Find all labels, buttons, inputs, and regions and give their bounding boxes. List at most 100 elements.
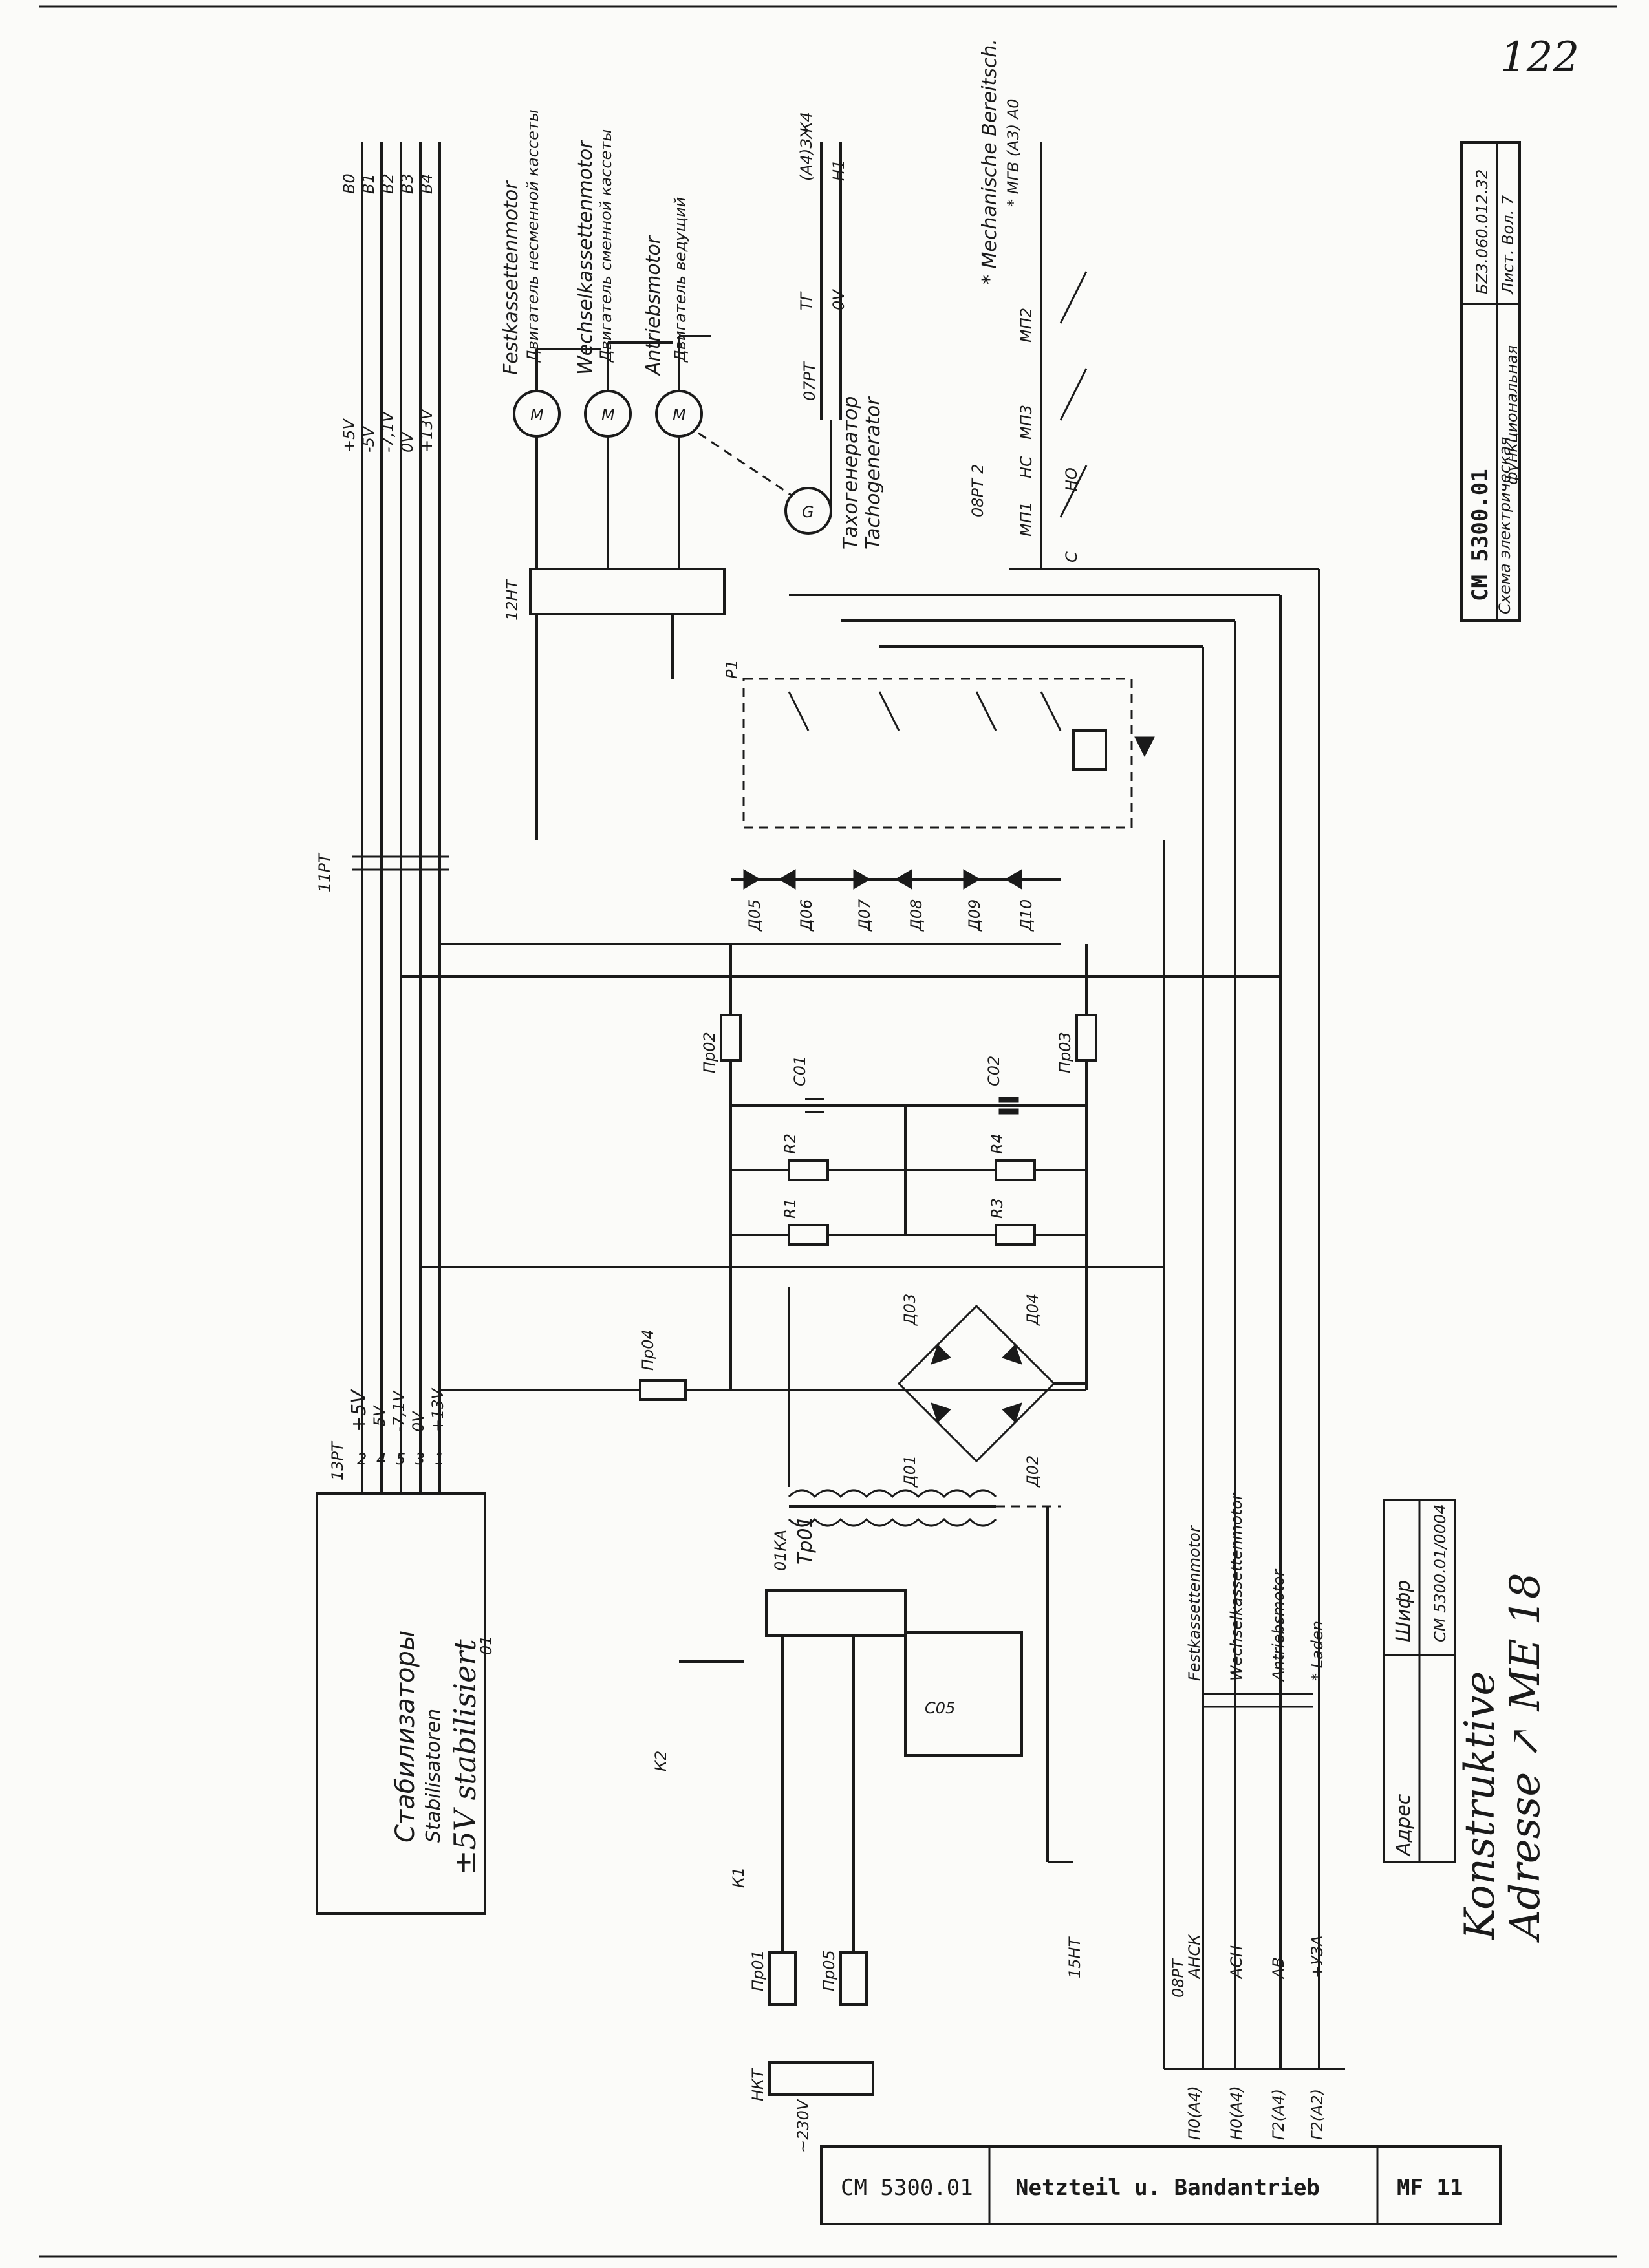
fuse-pr03: Пр03 — [1056, 1014, 1097, 1073]
capacitor-c02: С02 — [985, 1056, 1019, 1115]
right-signal-lines — [1163, 569, 1320, 2069]
signal-left-3: Г2(А2) — [1308, 2089, 1326, 2140]
motor-festkassette: M Festkassettenmotor Двигатель несменной… — [500, 109, 601, 569]
address-col2-header: Шифр — [1392, 1580, 1415, 1642]
stabilizer-block: Стабилизаторы Stabilisatoren ±5V stabili… — [316, 1387, 495, 1915]
motor-label-ru-0: Двигатель несменной кассеты — [524, 109, 542, 363]
stamp-doc-no: БZ3.060.012.32 — [1473, 169, 1491, 294]
svg-text:МП3: МП3 — [1017, 405, 1035, 440]
svg-text:15НТ: 15НТ — [1066, 1936, 1084, 1978]
svg-text:Р1: Р1 — [723, 659, 741, 679]
bridge-rectifier: Д03 Д04 Д01 Д02 — [685, 1294, 1086, 1488]
stab-pin-1: -5V — [371, 1405, 389, 1432]
svg-text:Тр01: Тр01 — [794, 1515, 817, 1565]
svg-text:Д07: Д07 — [856, 899, 874, 932]
stamp-desc-1: Схема электрическая — [1496, 436, 1514, 614]
stabilizer-note: ±5V stabilisiert — [447, 1639, 482, 1875]
svg-text:НО: НО — [1062, 467, 1081, 491]
motor-antrieb: M Antriebsmotor Двигатель ведущий — [642, 197, 796, 569]
svg-text:0V: 0V — [830, 289, 848, 310]
fuse-pr04: Пр04 — [639, 1329, 687, 1401]
resistor-r4: R4 — [988, 1133, 1036, 1181]
svg-text:НКТ: НКТ — [749, 2068, 767, 2101]
stab-pinnum-2: 5 — [396, 1450, 405, 1468]
svg-text:Д09: Д09 — [965, 899, 984, 932]
svg-text:Д10: Д10 — [1017, 899, 1035, 932]
filter-01ka: 01КА С05 — [765, 1530, 1023, 1757]
motor-label-de-0: Festkassettenmotor — [500, 180, 523, 375]
svg-text:МП1: МП1 — [1017, 502, 1035, 537]
motor-label-ru-1: Двигатель сменной кассеты — [597, 129, 615, 363]
motor-label-ru-2: Двигатель ведущий — [671, 197, 689, 363]
signal-label-1: Wechselkassettenmotor — [1227, 1492, 1245, 1681]
corner-note: 122 — [1500, 34, 1579, 81]
signal-label-2: Antriebsmotor — [1269, 1568, 1288, 1682]
rail-volt-3: 0V — [398, 431, 416, 453]
rail-volt-4: +13V — [418, 408, 436, 453]
rail-volt-2: -7,1V — [379, 411, 397, 453]
signal-label-0: Festkassettenmotor — [1185, 1524, 1203, 1681]
title-sheet: MF 11 — [1397, 2175, 1463, 2201]
stab-pin-4: +13V — [429, 1387, 447, 1432]
svg-text:С: С — [1062, 551, 1081, 562]
svg-text:R3: R3 — [988, 1198, 1006, 1219]
connector-12nt: 12НТ — [503, 568, 726, 840]
signal-left-0: П0(А4) — [1185, 2086, 1203, 2140]
svg-text:С02: С02 — [985, 1056, 1003, 1086]
title-text: Netzteil u. Bandantrieb — [1015, 2175, 1320, 2201]
svg-text:(А4)ЗЖ4: (А4)ЗЖ4 — [797, 112, 815, 181]
rail-label-1: В1 — [360, 173, 378, 194]
motor-label-de-1: Wechselkassettenmotor — [574, 140, 597, 375]
signal-mid-2: АВ — [1269, 1957, 1288, 1980]
title-model: CM 5300.01 — [841, 2175, 973, 2201]
resistor-r1: R1 — [781, 1198, 829, 1246]
svg-text:01КА: 01КА — [771, 1530, 790, 1571]
svg-text:К1: К1 — [729, 1867, 748, 1888]
rail-label-4: В4 — [418, 173, 436, 194]
svg-text:С05: С05 — [925, 1699, 955, 1717]
rail-label-2: В2 — [379, 173, 397, 194]
svg-text:Д04: Д04 — [1024, 1294, 1042, 1326]
svg-text:07РТ: 07РТ — [801, 361, 819, 401]
stab-pin-0: +5V — [348, 1389, 371, 1432]
stabilizer-connector: 13РТ — [329, 1440, 347, 1481]
stab-pin-2: -7,1V — [390, 1390, 408, 1432]
svg-text:R1: R1 — [781, 1198, 799, 1219]
stab-pin-3: 0V — [409, 1411, 427, 1432]
svg-text:К2: К2 — [652, 1751, 670, 1771]
handwritten-line2: Adresse ↗ ME 18 — [1502, 1572, 1549, 1943]
stabilizer-ref: 01 — [477, 1635, 495, 1655]
svg-text:R4: R4 — [988, 1133, 1006, 1154]
rail-volt-1: -5V — [360, 425, 378, 453]
tachogenerator: G Тахогенератор Tachogenerator 07РТ ТГ 0… — [784, 112, 885, 550]
signal-mid-1: АСН — [1227, 1945, 1245, 1980]
stamp-desc-2: функциональная — [1503, 345, 1521, 485]
address-table: Адрес Шифр CM 5300.01/0004 — [1383, 1499, 1456, 1863]
signal-label-3: * Laden — [1308, 1621, 1326, 1681]
handwritten-line1: Konstruktive — [1456, 1671, 1504, 1940]
svg-text:* МГВ (А3) А0: * МГВ (А3) А0 — [1004, 98, 1022, 207]
svg-text:Tachogenerator: Tachogenerator — [862, 396, 885, 550]
svg-text:Пр01: Пр01 — [749, 1950, 767, 1991]
signal-mid-3: +УЗА — [1308, 1935, 1326, 1978]
mechanical-switch: * Mechanische Bereitsch. * МГВ (А3) А0 0… — [789, 39, 1319, 648]
svg-text:12НТ: 12НТ — [503, 578, 521, 621]
stamp-sheet: Лист. Вол. 7 — [1499, 195, 1517, 295]
address-col1-header: Адрес — [1392, 1793, 1415, 1857]
svg-text:G: G — [802, 503, 814, 521]
rail-label-0: В0 — [340, 173, 358, 194]
diode-row: Д05 Д06 Д07 Д08 Д09 Д10 — [731, 869, 1061, 932]
svg-text:* Mechanische Bereitsch.: * Mechanische Bereitsch. — [978, 39, 1001, 284]
svg-text:Д02: Д02 — [1024, 1455, 1042, 1488]
svg-text:ТГ: ТГ — [797, 291, 815, 310]
motor-wechselkassette: M Wechselkassettenmotor Двигатель сменно… — [574, 129, 673, 569]
connector-11pt: 11РТ — [316, 852, 449, 892]
svg-text:11РТ: 11РТ — [316, 852, 334, 892]
svg-text:M: M — [530, 406, 544, 424]
signal-mid-0: АНСК — [1185, 1934, 1203, 1980]
svg-text:НС: НС — [1017, 456, 1035, 478]
svg-text:Д01: Д01 — [901, 1455, 919, 1488]
rail-label-3: В3 — [398, 173, 416, 194]
address-col2-value: CM 5300.01/0004 — [1431, 1504, 1449, 1642]
